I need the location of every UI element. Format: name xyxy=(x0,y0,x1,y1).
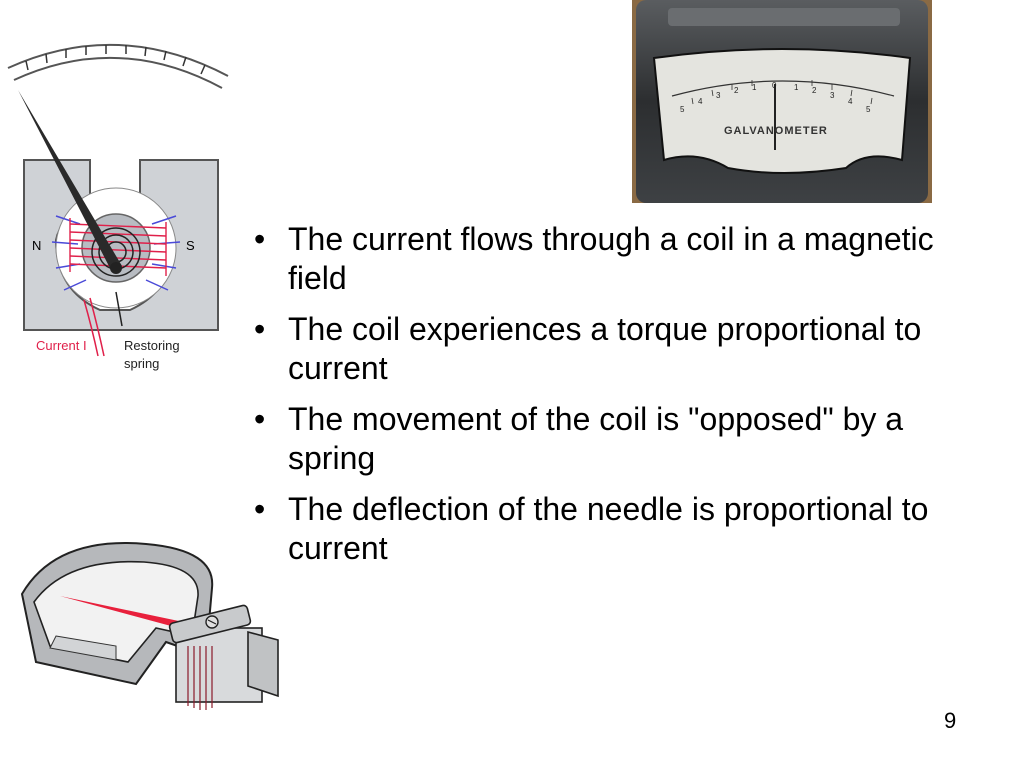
bullet-text: The movement of the coil is "opposed" by… xyxy=(288,401,904,476)
scale-arc xyxy=(7,43,229,89)
scale-right-5: 5 xyxy=(866,105,871,114)
bullet-dot: • xyxy=(254,491,266,527)
bullet-item: • The coil experiences a torque proportio… xyxy=(250,310,990,388)
page-number: 9 xyxy=(944,708,957,733)
scale-left-2: 2 xyxy=(734,86,739,95)
spring-label-line2: spring xyxy=(124,356,159,371)
scale-right-4: 4 xyxy=(848,97,853,106)
scale-left-5: 5 xyxy=(680,105,685,114)
needle xyxy=(18,90,122,272)
bullet-text: The coil experiences a torque proportion… xyxy=(288,311,922,386)
scale-left-4: 4 xyxy=(698,97,703,106)
scale-right-3: 3 xyxy=(830,91,835,100)
bullet-text: The deflection of the needle is proporti… xyxy=(288,491,929,566)
bullet-item: • The movement of the coil is "opposed" b… xyxy=(250,400,990,478)
galvanometer-diagram: N S Current I Restoring spring xyxy=(7,43,229,371)
bullet-dot: • xyxy=(254,311,266,347)
current-label: Current I xyxy=(36,338,87,353)
galvanometer-photo: 5 4 3 2 1 0 1 2 3 4 5 GALVANOMETER xyxy=(632,0,932,203)
meter-face xyxy=(652,48,912,174)
bullet-dot: • xyxy=(254,401,266,437)
scale-left-1: 1 xyxy=(752,83,757,92)
moving-coil-drawing xyxy=(20,542,279,710)
scale-right-2: 2 xyxy=(812,86,817,95)
bullet-text: The current flows through a coil in a ma… xyxy=(288,221,934,296)
bullet-list: • The current flows through a coil in a m… xyxy=(250,220,990,580)
pole-south-label: S xyxy=(186,238,195,253)
bullet-dot: • xyxy=(254,221,266,257)
bullet-item: • The deflection of the needle is proport… xyxy=(250,490,990,568)
bullet-item: • The current flows through a coil in a m… xyxy=(250,220,990,298)
spring-label-line1: Restoring xyxy=(124,338,180,353)
scale-right-1: 1 xyxy=(794,83,799,92)
pole-north-label: N xyxy=(32,238,41,253)
brand-label: GALVANOMETER xyxy=(724,125,828,137)
scale-left-3: 3 xyxy=(716,91,721,100)
